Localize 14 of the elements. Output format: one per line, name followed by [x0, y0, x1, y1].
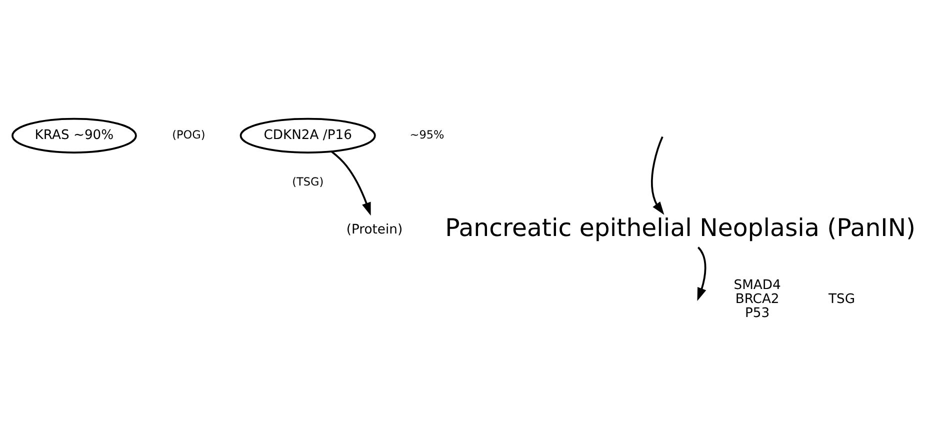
label: SMAD4: [734, 278, 781, 293]
node-label: ~95%: [410, 128, 444, 142]
node-text: (Protein): [346, 222, 403, 238]
node-ellipse: CDKN2A /P16: [240, 118, 376, 154]
label: BRCA2: [735, 292, 780, 307]
node-label: (TSG): [292, 175, 324, 188]
node-text: Pancreatic epithelial Neoplasia (PanIN): [445, 212, 916, 242]
node-ellipse: KRAS ~90%: [12, 118, 137, 154]
node-label: (POG): [172, 128, 206, 142]
arrow: [330, 150, 371, 216]
arrow: [697, 246, 706, 301]
label: P53: [744, 306, 770, 321]
arrow: [651, 136, 664, 215]
label: TSG: [828, 292, 856, 307]
